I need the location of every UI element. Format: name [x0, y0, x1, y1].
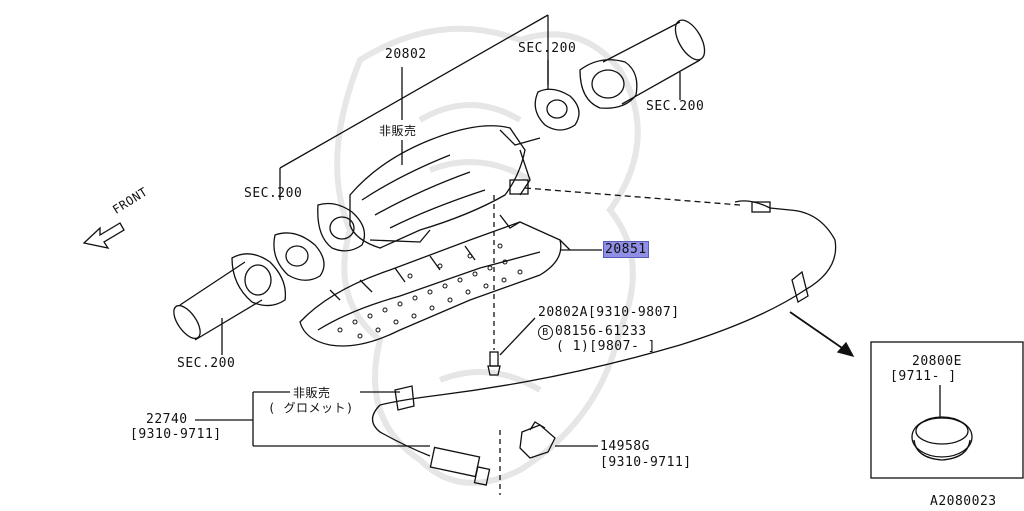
lower-pipe	[173, 253, 287, 355]
label-22740-range: [9310-9711]	[130, 427, 222, 442]
detail-arrow	[789, 311, 855, 358]
label-14958g: 14958G	[600, 439, 650, 454]
label-20802: 20802	[385, 47, 427, 62]
upper-gasket	[534, 88, 580, 131]
heat-shield	[299, 214, 602, 347]
label-sec200-left: SEC.200	[244, 186, 303, 201]
label-sec200-bottom: SEC.200	[177, 356, 236, 371]
label-hibanbai-grommet: 非販売	[293, 386, 331, 400]
inset-box	[870, 341, 1024, 479]
bolt	[487, 195, 536, 376]
front-arrow	[82, 222, 125, 249]
left-gasket	[273, 232, 325, 281]
watermark	[334, 25, 641, 486]
label-22740: 22740	[146, 412, 188, 427]
label-sec200-right: SEC.200	[646, 99, 705, 114]
label-sec200-top: SEC.200	[518, 41, 577, 56]
label-grommet: ( グロメット)	[268, 401, 354, 415]
bolt-part-number: 08156-61233	[555, 324, 647, 339]
sensor-cable	[371, 187, 837, 495]
leaders-22740	[195, 391, 430, 447]
upper-pipe	[579, 19, 706, 109]
bolt-marker: B	[538, 325, 553, 340]
label-20802a: 20802A[9310-9807]	[538, 305, 680, 320]
diagram-code: A2080023	[930, 494, 997, 509]
label-20800e: 20800E	[912, 354, 962, 369]
label-20851: 20851	[603, 241, 649, 258]
highlight-20851: 20851	[603, 241, 649, 258]
label-hibanbai-top: 非販売	[379, 124, 417, 138]
label-bolt-qty: ( 1)[9807- ]	[556, 339, 656, 354]
label-14958g-range: [9310-9711]	[600, 455, 692, 470]
label-20800e-range: [9711- ]	[890, 369, 957, 384]
catalytic-converter	[317, 125, 541, 252]
clip-14958g	[519, 421, 598, 459]
